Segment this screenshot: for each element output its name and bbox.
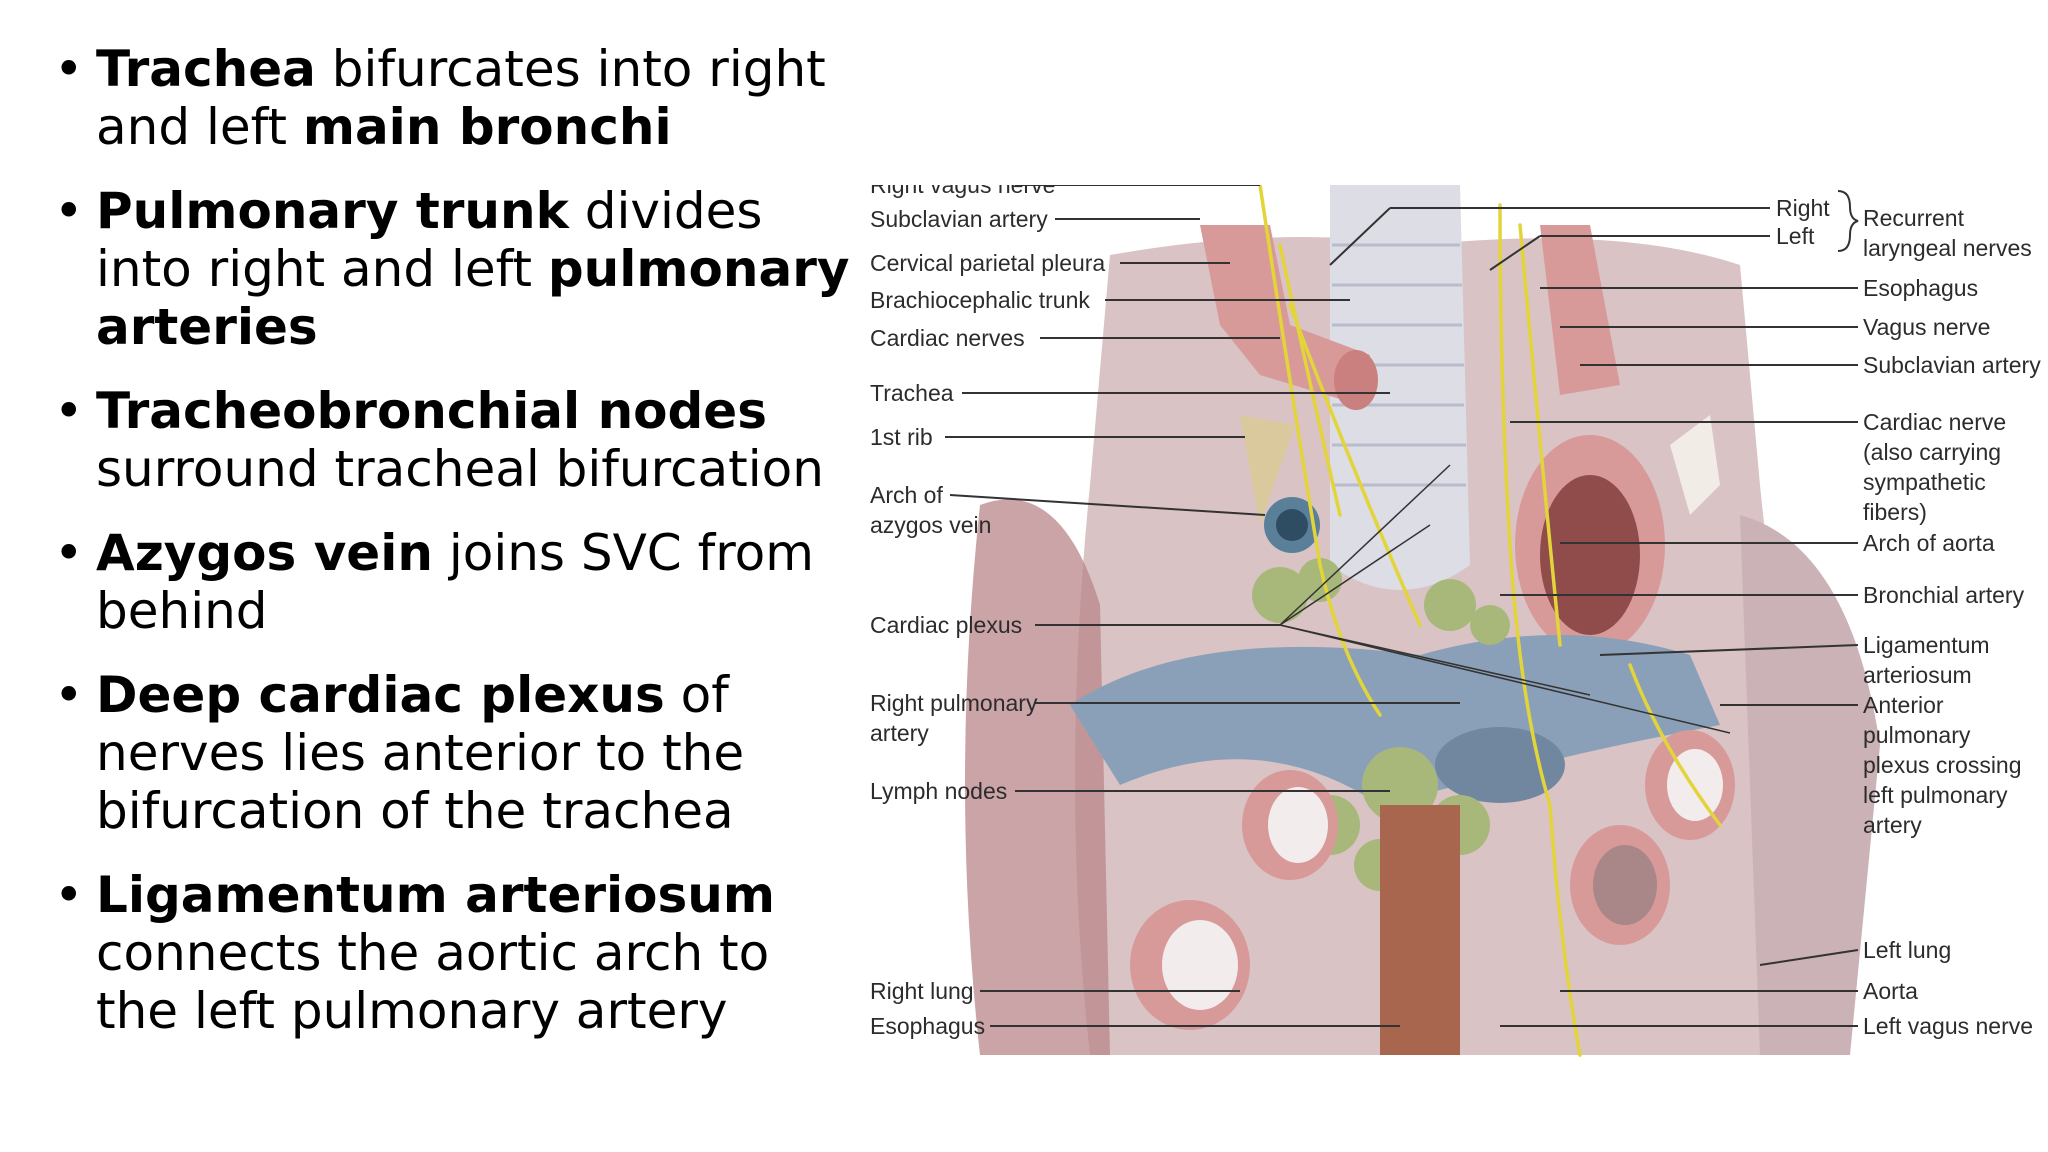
bullet-text: bifurcates into right and left (96, 40, 826, 156)
label-lymph-nodes: Lymph nodes (870, 778, 1007, 804)
bullet-item: Trachea bifurcates into right and left m… (50, 40, 850, 156)
plexus-ray (1279, 464, 1451, 626)
bullet-text: joins SVC from behind (96, 524, 814, 640)
label-anterior-pulmonary-1: Anterior (1863, 692, 1944, 718)
label-cardiac-nerve-4: fibers) (1863, 499, 1927, 525)
leader-lines (945, 185, 1859, 1027)
label-anterior-pulmonary-4: left pulmonary (1863, 782, 2008, 808)
label-recurrent-1: Recurrent (1863, 205, 1965, 231)
label-esophagus-left: Esophagus (870, 1013, 985, 1039)
label-right-lung: Right lung (870, 978, 974, 1004)
label-subclavian-artery-right: Subclavian artery (1863, 352, 2041, 378)
label-arch-of-aorta: Arch of aorta (1863, 530, 1995, 556)
label-anterior-pulmonary-5: artery (1863, 812, 1922, 838)
label-esophagus-right: Esophagus (1863, 275, 1978, 301)
bullet-item: Deep cardiac plexus of nerves lies anter… (50, 666, 850, 840)
bullet-text: connects the aortic arch to the left pul… (96, 924, 770, 1040)
label-ligamentum-2: arteriosum (1863, 662, 1972, 688)
bullet-term: Azygos vein (96, 524, 433, 582)
leader-right-recurrent (1329, 207, 1391, 266)
label-left-vagus-nerve: Left vagus nerve (1863, 1013, 2033, 1039)
top-labels: Right Left Recurrent laryngeal nerves (1776, 195, 2032, 261)
bullet-item: Azygos vein joins SVC from behind (50, 524, 850, 640)
label-arch-of-azygos-1: Arch of (870, 482, 943, 508)
label-cardiac-nerve-3: sympathetic (1863, 469, 1986, 495)
label-subclavian-artery: Subclavian artery (870, 206, 1048, 232)
label-anterior-pulmonary-3: plexus crossing (1863, 752, 2022, 778)
label-right-pulmonary-artery-1: Right pulmonary (870, 690, 1038, 716)
label-left-lung: Left lung (1863, 937, 1951, 963)
bullet-item: Pulmonary trunk divides into right and l… (50, 182, 850, 356)
bullet-term: main bronchi (302, 98, 672, 156)
bullet-text: divides into right and left (96, 182, 763, 298)
label-ligamentum-1: Ligamentum (1863, 632, 1990, 658)
label-recurrent-2: laryngeal nerves (1863, 235, 2032, 261)
bullet-term: Pulmonary trunk (96, 182, 569, 240)
label-vagus-nerve: Vagus nerve (1863, 314, 1990, 340)
label-first-rib: 1st rib (870, 424, 933, 450)
label-anterior-pulmonary-2: pulmonary (1863, 722, 1971, 748)
label-aorta: Aorta (1863, 978, 1918, 1004)
label-brachiocephalic-trunk: Brachiocephalic trunk (870, 287, 1090, 313)
bullet-term: pulmonary arteries (96, 240, 850, 356)
left-labels: Right vagus nerve Subclavian artery Cerv… (870, 185, 1105, 1039)
label-right-pulmonary-artery-2: artery (870, 720, 929, 746)
label-left: Left (1776, 223, 1815, 249)
plexus-ray (1279, 524, 1431, 626)
bullet-term: Tracheobronchial nodes (96, 382, 767, 440)
leader-left-recurrent (1489, 235, 1541, 271)
label-cervical-parietal-pleura: Cervical parietal pleura (870, 250, 1105, 276)
plexus-ray (1279, 624, 1731, 734)
bullet-term: Deep cardiac plexus (96, 666, 665, 724)
leader-ligamentum-arteriosum (1599, 644, 1859, 656)
bullet-item: Tracheobronchial nodes surround tracheal… (50, 382, 850, 498)
label-cardiac-nerve-2: (also carrying (1863, 439, 2001, 465)
leader-left-lung (1759, 949, 1859, 966)
label-cardiac-nerves: Cardiac nerves (870, 325, 1025, 351)
bullet-item: Ligamentum arteriosum connects the aorti… (50, 866, 850, 1040)
bullet-text: surround tracheal bifurcation (96, 440, 824, 498)
recurrent-brace (1837, 190, 1859, 252)
bullet-text: of nerves lies anterior to the bifurcati… (96, 666, 745, 840)
label-cardiac-nerve-1: Cardiac nerve (1863, 409, 2006, 435)
label-cardiac-plexus: Cardiac plexus (870, 612, 1022, 638)
label-trachea: Trachea (870, 380, 954, 406)
mediastinum-anatomy-figure: Right vagus nerve Subclavian artery Cerv… (860, 185, 2048, 1065)
bullet-term: Trachea (96, 40, 316, 98)
bullet-term: Ligamentum arteriosum (96, 866, 775, 924)
label-arch-of-azygos-2: azygos vein (870, 512, 991, 538)
label-bronchial-artery: Bronchial artery (1863, 582, 2025, 608)
label-right: Right (1776, 195, 1830, 221)
right-labels: Esophagus Vagus nerve Subclavian artery … (1863, 275, 2041, 1039)
bullet-list: Trachea bifurcates into right and left m… (50, 40, 850, 1066)
leader-arch-of-azygos-vein (949, 494, 1266, 516)
label-right-vagus-nerve: Right vagus nerve (870, 185, 1055, 198)
